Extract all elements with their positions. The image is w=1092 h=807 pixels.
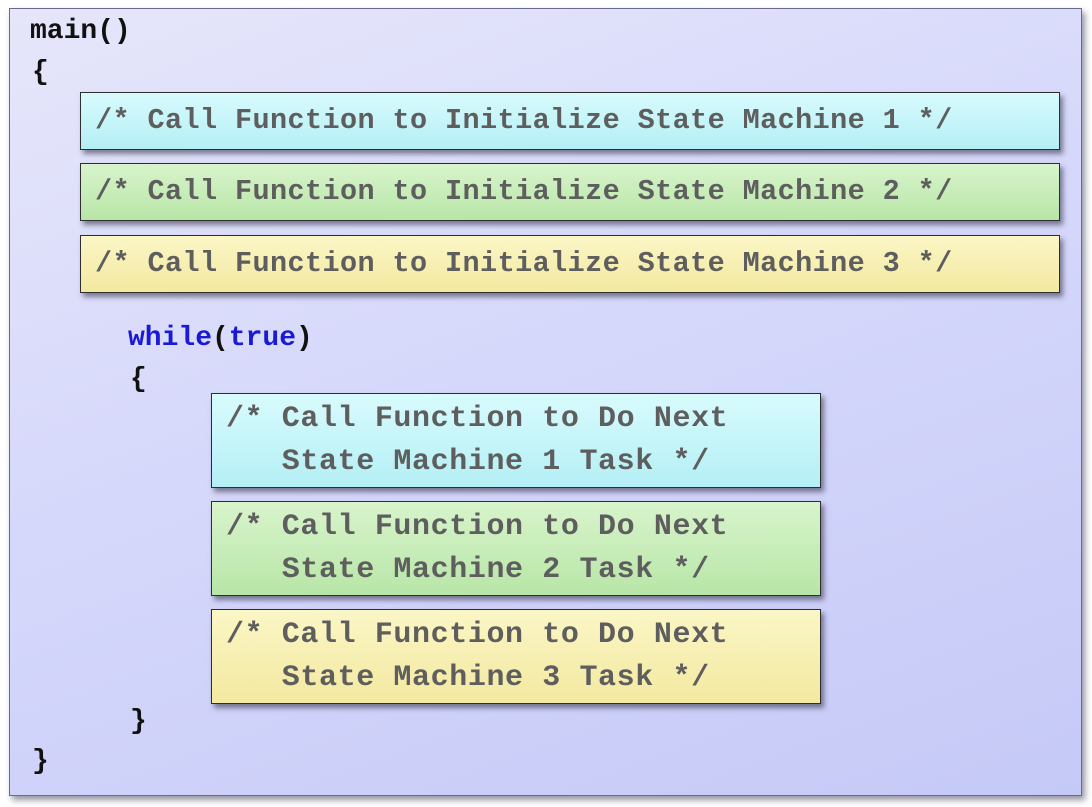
task-call-state-machine-3: /* Call Function to Do Next State Machin…	[211, 609, 821, 704]
task-call-1-line-1: /* Call Function to Do Next	[226, 402, 729, 436]
main-signature: main()	[30, 16, 131, 47]
outer-close-brace: }	[32, 746, 49, 777]
while-statement: while(true)	[128, 323, 313, 355]
true-keyword: true	[228, 323, 297, 354]
task-call-3-line-1: /* Call Function to Do Next	[226, 618, 729, 652]
task-call-2-line-2: State Machine 2 Task */	[226, 553, 710, 587]
while-keyword: while	[128, 323, 213, 354]
task-call-1-line-2: State Machine 1 Task */	[226, 445, 710, 479]
while-paren-open: (	[212, 323, 229, 354]
task-call-state-machine-1: /* Call Function to Do Next State Machin…	[211, 393, 821, 488]
task-call-3-line-2: State Machine 3 Task */	[226, 661, 710, 695]
while-paren-close: )	[296, 323, 313, 354]
init-call-state-machine-2: /* Call Function to Initialize State Mac…	[80, 163, 1060, 221]
init-call-state-machine-3: /* Call Function to Initialize State Mac…	[80, 235, 1060, 293]
task-call-2-line-1: /* Call Function to Do Next	[226, 510, 729, 544]
inner-open-brace: {	[130, 364, 147, 395]
init-call-state-machine-1: /* Call Function to Initialize State Mac…	[80, 92, 1060, 150]
inner-close-brace: }	[130, 706, 147, 737]
task-call-state-machine-2: /* Call Function to Do Next State Machin…	[211, 501, 821, 596]
outer-open-brace: {	[32, 57, 49, 88]
